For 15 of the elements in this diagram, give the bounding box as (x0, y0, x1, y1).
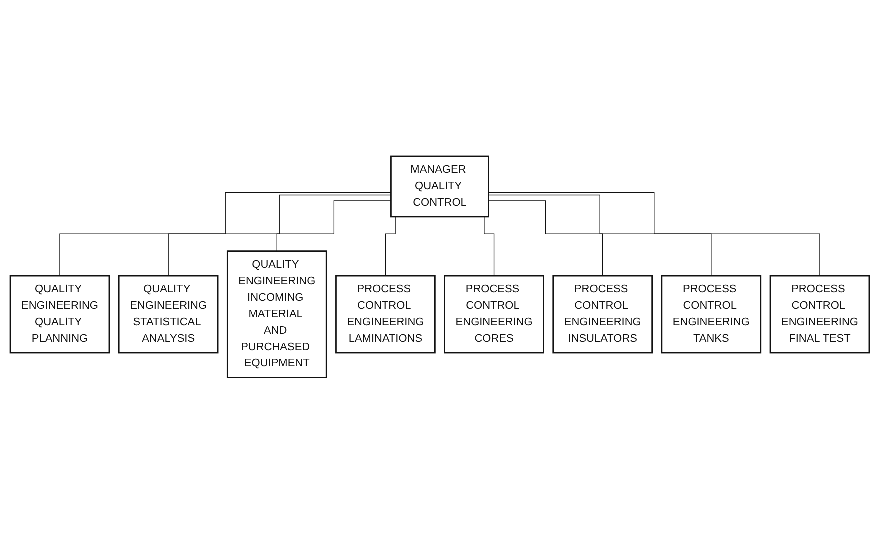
connector (488, 192, 820, 276)
node-box: PROCESS CONTROL ENGINEERING FINAL TEST (770, 275, 870, 354)
connector (488, 200, 604, 276)
node-box: MANAGER QUALITY CONTROL (390, 156, 490, 218)
node-box: QUALITY ENGINEERING INCOMING MATERIAL AND PURCHASED EQUIPMENT (226, 250, 328, 378)
connector (276, 200, 392, 252)
node-box: PROCESS CONTROL ENGINEERING CORES (444, 275, 544, 354)
node-box: PROCESS CONTROL ENGINEERING LAMINATIONS (336, 275, 436, 354)
connector (168, 194, 392, 276)
node-box: PROCESS CONTROL ENGINEERING TANKS (661, 275, 762, 354)
node-box: PROCESS CONTROL ENGINEERING INSULATORS (552, 275, 654, 354)
node-box: QUALITY ENGINEERING QUALITY PLANNING (10, 275, 110, 354)
node-box: QUALITY ENGINEERING STATISTICAL ANALYSIS (118, 275, 219, 354)
connector (488, 194, 712, 276)
connector (60, 192, 392, 276)
